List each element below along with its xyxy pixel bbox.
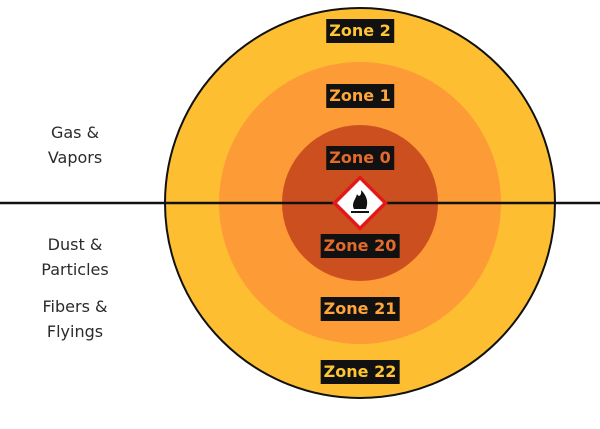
zone-2-label: Zone 2 [326, 19, 394, 43]
zone-20-label: Zone 20 [320, 234, 400, 258]
flammable-hazard-icon [332, 175, 388, 231]
category-fibers-flyings: Fibers & Flyings [20, 294, 130, 344]
zone-22-label: Zone 22 [320, 360, 400, 384]
fibers-label-line-2: Flyings [46, 322, 104, 341]
zone-1-label: Zone 1 [326, 84, 394, 108]
zone-0-label: Zone 0 [326, 146, 394, 170]
gas-label-line-1: Gas & [50, 123, 100, 142]
fibers-label-line-1: Fibers & [42, 297, 108, 316]
zone-21-label: Zone 21 [320, 297, 400, 321]
gas-label-line-2: Vapors [47, 148, 103, 167]
dust-label-line-2: Particles [41, 260, 109, 279]
category-dust-particles: Dust & Particles [20, 232, 130, 282]
category-gas-vapors: Gas & Vapors [20, 120, 130, 170]
dust-label-line-1: Dust & [47, 235, 103, 254]
